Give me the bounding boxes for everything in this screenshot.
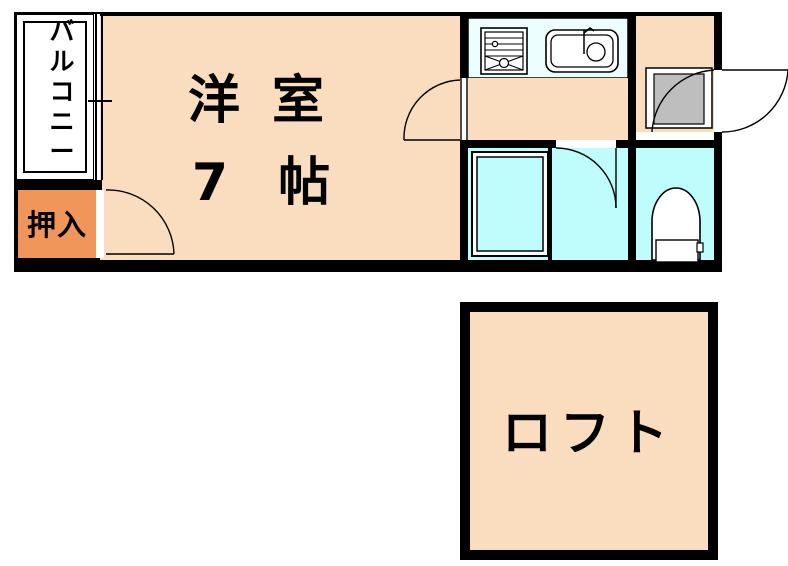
main-room-size-label: 7帖 (192, 153, 380, 213)
entrance-area (628, 16, 788, 260)
entrance-door-swing (651, 69, 788, 133)
main-room-floor (100, 16, 460, 260)
closet-door-arc (105, 189, 175, 255)
loft-label: ロフト (502, 404, 676, 462)
bath-door-opening (556, 140, 616, 148)
entrance-threshold (636, 132, 722, 140)
wall-room-bath-lower (460, 140, 468, 260)
closet-area: 押入 (14, 180, 175, 258)
loft-area: ロフト (460, 302, 718, 560)
entrance-door-gap (714, 70, 722, 132)
bathtub-icon (471, 151, 549, 257)
balcony-area: バルコニー (15, 13, 95, 181)
toilet-icon (651, 187, 704, 263)
bath-door-arc (555, 147, 617, 209)
toilet-tank (655, 239, 699, 263)
toilet-flush-lever (696, 242, 704, 253)
balcony-inner-rail (23, 21, 87, 173)
closet-label: 押入 (27, 208, 87, 242)
room-door-arc (403, 79, 461, 141)
closet-top-wall (14, 180, 102, 190)
bathtub-inner (476, 156, 544, 252)
balcony-label: バルコニー (49, 17, 74, 166)
bath-partition (548, 148, 552, 260)
closet-door-gap (96, 190, 104, 258)
burner-knob (491, 40, 499, 48)
closet-swing-door (105, 189, 175, 255)
room-door-opening (460, 78, 468, 140)
entrance-door-arc (721, 69, 788, 133)
interior-dividing-walls (403, 16, 628, 260)
toilet-area (636, 148, 718, 263)
sliding-glass-door (88, 14, 112, 180)
wall-entrance-toilet (636, 140, 722, 148)
genkan-tile (653, 73, 705, 125)
bathroom-door-swing (555, 147, 617, 209)
wall-right-upper (714, 12, 722, 70)
room-door-swing (403, 79, 461, 141)
kitchen-floor (468, 78, 628, 140)
loft-floor (470, 312, 708, 550)
wall-entrance-left-upper (628, 16, 636, 140)
closet-floor (18, 190, 96, 258)
main-room-name-label: 洋室 (188, 71, 356, 131)
wall-room-kitchen-upper (460, 16, 468, 78)
kitchen-area (467, 17, 629, 79)
main-room-area: 洋室 7帖 (88, 14, 460, 260)
burner-center (498, 57, 510, 69)
gas-range-icon (480, 27, 528, 75)
wall-toilet-left (628, 148, 636, 260)
kitchen-sink-icon (545, 27, 619, 73)
sink-drain (586, 42, 606, 62)
entrance-tile-icon (645, 67, 713, 129)
entrance-inner-arc (651, 69, 715, 133)
wall-kitchen-bath (468, 140, 628, 148)
faucet-head (583, 27, 595, 34)
bathroom-area (468, 140, 628, 260)
wall-right-lower (714, 132, 722, 272)
